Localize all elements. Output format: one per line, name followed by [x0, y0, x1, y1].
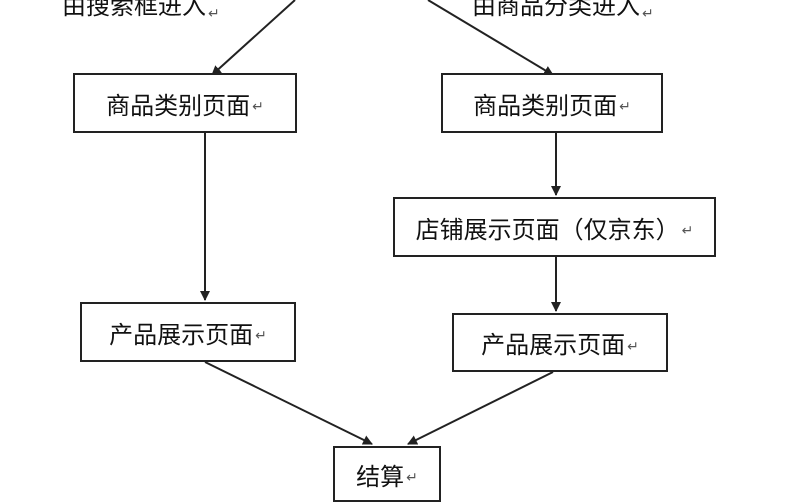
right-category-page-label: 商品类别页面: [473, 91, 618, 120]
right-store-page-box: 店铺展示页面（仅京东）↵: [393, 197, 716, 257]
checkout-box: 结算↵: [333, 446, 441, 502]
right-product-page-box: 产品展示页面↵: [452, 313, 668, 372]
arrow-left-entry: [211, 0, 296, 76]
checkout-label: 结算: [356, 462, 405, 491]
return-mark: ↵: [619, 99, 631, 115]
return-mark: ↵: [252, 99, 264, 115]
return-mark: ↵: [208, 6, 220, 22]
left-product-page-label: 产品展示页面: [109, 320, 254, 349]
right-store-page-label: 店铺展示页面（仅京东）: [415, 215, 680, 244]
arrow-right-product-to-checkout: [407, 371, 554, 445]
left-category-page-box: 商品类别页面↵: [73, 73, 297, 133]
arrow-right-entry: [427, 0, 554, 76]
entry-label-left: 由搜索框进入↵: [62, 0, 220, 22]
return-mark: ↵: [681, 223, 694, 239]
arrow-left-product-to-checkout: [204, 361, 373, 445]
left-category-page-label: 商品类别页面: [106, 91, 251, 120]
entry-label-right-text: 由商品分类进入: [472, 0, 640, 20]
entry-label-right: 由商品分类进入↵: [472, 0, 654, 22]
right-category-page-box: 商品类别页面↵: [441, 73, 663, 133]
left-product-page-box: 产品展示页面↵: [80, 302, 296, 362]
return-mark: ↵: [406, 470, 418, 486]
return-mark: ↵: [642, 6, 654, 22]
entry-label-left-text: 由搜索框进入: [62, 0, 206, 20]
return-mark: ↵: [627, 338, 639, 355]
right-product-page-label: 产品展示页面: [481, 331, 626, 359]
return-mark: ↵: [255, 328, 267, 344]
